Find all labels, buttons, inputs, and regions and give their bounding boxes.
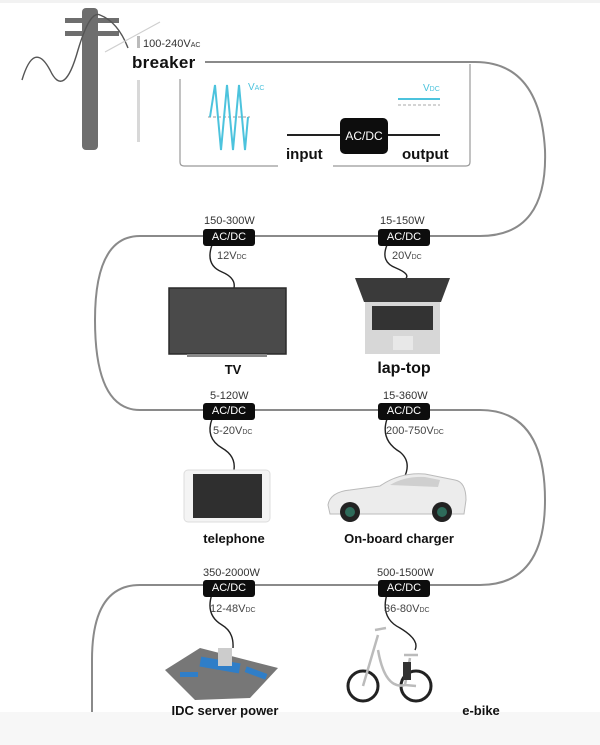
laptop-label: lap-top [377, 360, 431, 377]
ebike-label: e-bike [462, 703, 500, 718]
car-label: On-board charger [344, 531, 454, 546]
laptop-adapter: AC/DC [378, 229, 430, 246]
output-label: output [402, 146, 449, 163]
vac-v: V [248, 82, 255, 93]
tv-output-voltage: 12VDC [217, 250, 247, 262]
dc-line-icon [398, 98, 440, 106]
top-edge [0, 0, 600, 3]
utility-pole-icon [21, 8, 161, 150]
input-label: input [286, 146, 323, 163]
vdc-sub: DC [429, 86, 440, 93]
tv-icon [168, 287, 287, 357]
car-voltage-value: 200-750V [386, 425, 434, 437]
ebike-voltage-value: 36-80V [384, 603, 420, 615]
main-acdc-converter: AC/DC [340, 118, 388, 154]
ebike-icon [346, 626, 433, 703]
source-voltage-value: 100-240V [143, 38, 191, 50]
car-output-voltage: 200-750VDC [386, 425, 444, 437]
tv-voltage-value: 12V [217, 250, 237, 262]
telephone-adapter: AC/DC [203, 403, 255, 420]
server-voltage-value: 12-48V [210, 603, 246, 615]
device-cords [209, 244, 417, 651]
server-board-icon [165, 648, 278, 700]
converter-inset-frame [179, 64, 471, 167]
server-power: 350-2000W [203, 567, 260, 579]
ebike-adapter: AC/DC [378, 580, 430, 597]
car-adapter: AC/DC [378, 403, 430, 420]
car-icon [327, 473, 467, 522]
laptop-icon [355, 278, 450, 354]
laptop-voltage-type: DC [411, 254, 422, 261]
vac-label: VAC [248, 82, 264, 93]
laptop-voltage-value: 20V [392, 250, 412, 262]
main-wire [91, 61, 547, 712]
vdc-v: V [423, 83, 430, 94]
vdc-label: VDC [423, 83, 440, 94]
laptop-power: 15-150W [380, 215, 425, 227]
car-power: 15-360W [383, 390, 428, 402]
ac-waveform-icon [208, 84, 250, 151]
car-voltage-type: DC [433, 429, 444, 436]
telephone-power: 5-120W [210, 390, 249, 402]
breaker-label: breaker [132, 53, 196, 72]
tablet-icon [183, 469, 271, 523]
telephone-voltage-value: 5-20V [213, 425, 243, 437]
laptop-output-voltage: 20VDC [392, 250, 422, 262]
ebike-output-voltage: 36-80VDC [384, 603, 430, 615]
tv-power: 150-300W [204, 215, 255, 227]
ebike-power: 500-1500W [377, 567, 434, 579]
telephone-label: telephone [203, 531, 265, 546]
source-voltage-sub: AC [190, 42, 201, 49]
bottom-edge [0, 712, 600, 745]
ebike-voltage-type: DC [419, 607, 430, 614]
tv-adapter: AC/DC [203, 229, 255, 246]
server-voltage-type: DC [245, 607, 256, 614]
server-output-voltage: 12-48VDC [210, 603, 256, 615]
tv-voltage-type: DC [236, 254, 247, 261]
vac-sub: AC [254, 85, 265, 92]
telephone-voltage-type: DC [242, 429, 253, 436]
server-adapter: AC/DC [203, 580, 255, 597]
tv-label: TV [224, 362, 242, 377]
telephone-output-voltage: 5-20VDC [213, 425, 252, 437]
server-label: IDC server power [171, 703, 279, 718]
source-voltage-label: 100-240VAC [143, 38, 200, 50]
